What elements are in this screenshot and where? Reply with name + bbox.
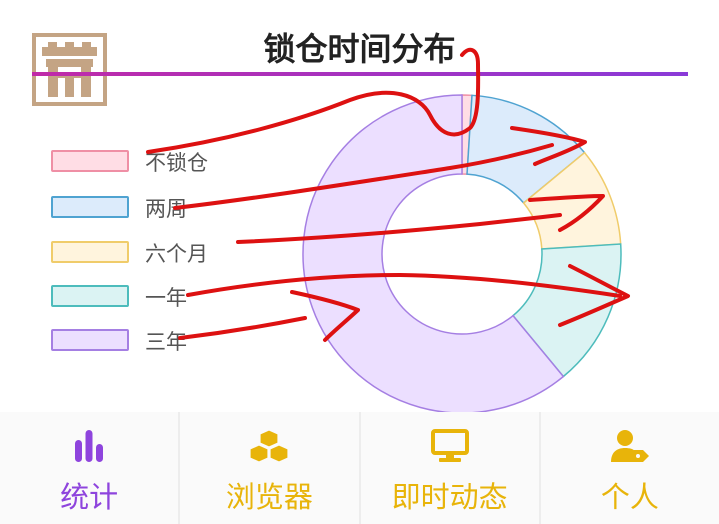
tab-label: 即时动态 xyxy=(391,480,508,514)
bar-chart-icon xyxy=(75,430,104,462)
cubes-icon xyxy=(249,429,289,463)
legend-item-three-years[interactable]: 三年 xyxy=(51,329,251,355)
lock-duration-donut-chart xyxy=(302,94,622,412)
tab-statistics[interactable]: 统计 xyxy=(0,412,181,524)
legend-swatch xyxy=(51,196,129,218)
tab-browser[interactable]: 浏览器 xyxy=(180,412,361,524)
legend-swatch xyxy=(51,150,129,172)
legend-item-two-weeks[interactable]: 两周 xyxy=(51,196,251,222)
legend-item-six-months[interactable]: 六个月 xyxy=(51,241,251,267)
tab-label: 浏览器 xyxy=(225,480,313,514)
legend-swatch xyxy=(51,241,129,263)
legend-swatch xyxy=(51,285,129,307)
tab-live-news[interactable]: 即时动态 xyxy=(360,412,541,524)
legend-label: 六个月 xyxy=(145,242,208,266)
monitor-icon xyxy=(430,429,469,462)
tab-label: 个人 xyxy=(600,480,659,514)
legend-label: 一年 xyxy=(145,286,187,310)
bottom-tab-bar: 统计 浏览器 即时动态 个人 xyxy=(0,412,719,524)
tab-personal[interactable]: 个人 xyxy=(540,412,719,524)
tab-label: 统计 xyxy=(60,480,119,514)
legend-swatch xyxy=(51,329,129,351)
legend-item-one-year[interactable]: 一年 xyxy=(51,285,251,311)
user-tag-icon xyxy=(610,430,649,462)
